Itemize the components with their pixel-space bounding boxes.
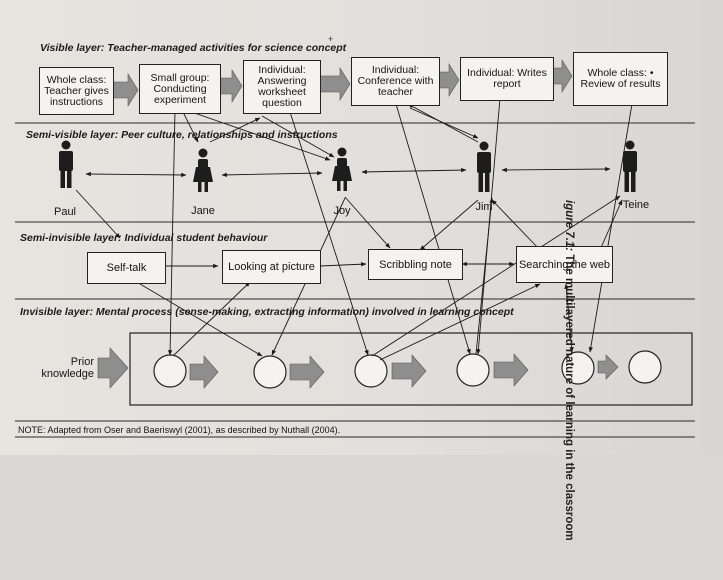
person-name-paul: Paul xyxy=(53,206,77,218)
behaviour-box-self-talk: Self-talk xyxy=(87,252,166,284)
link-jim-teine xyxy=(501,166,611,173)
person-teine-icon xyxy=(623,140,637,192)
link-group-jane xyxy=(181,109,199,143)
book-page: Visible layer: Teacher-managed activitie… xyxy=(0,0,723,541)
link-teacher-selftalk xyxy=(75,189,121,239)
link-jim-conference xyxy=(407,103,479,143)
link-selftalk-stage2 xyxy=(139,283,263,357)
person-name-joy: Joy xyxy=(333,205,351,217)
link-group-joy xyxy=(179,107,331,161)
diagram-lines xyxy=(15,58,695,438)
link-joy-jim xyxy=(361,167,467,175)
link-joy-note xyxy=(344,196,391,249)
figure-caption: igure 7.1: The multilayered nature of le… xyxy=(563,200,575,580)
person-name-jane: Jane xyxy=(191,205,215,217)
prior-knowledge-arrow xyxy=(97,347,129,389)
activity-box-teacher-instructions: Whole class: Teacher gives instructions xyxy=(39,67,114,115)
process-stage-1 xyxy=(153,354,187,388)
flow-arrow-3 xyxy=(319,66,351,102)
prior-knowledge-label: Prior knowledge xyxy=(41,356,94,380)
source-note: NOTE: Adapted from Oser and Baeriswyl (2… xyxy=(18,425,341,435)
flow-arrow-5 xyxy=(552,58,573,94)
activity-box-review-results: Whole class: • Review of results xyxy=(573,52,668,106)
flow-arrow-4 xyxy=(438,62,460,98)
link-jane-joy xyxy=(221,170,323,178)
activity-box-worksheet: Individual: Answering worksheet question xyxy=(243,60,321,114)
link-paul-jane xyxy=(85,171,187,178)
stamp-mark: + xyxy=(328,34,334,44)
person-jim-icon xyxy=(477,141,491,192)
activity-box-conference: Individual: Conference with teacher xyxy=(351,57,440,106)
link-jane-worksheet xyxy=(209,117,261,143)
link-jim-note xyxy=(419,199,479,251)
link-stage5-web xyxy=(564,283,574,353)
person-paul-icon xyxy=(59,140,73,188)
person-name-teine: Teine xyxy=(622,199,650,211)
behaviour-box-scribbling-note: Scribbling note xyxy=(368,249,463,280)
process-stage-5 xyxy=(561,351,595,385)
process-stage-2 xyxy=(253,355,287,389)
link-group-stage1 xyxy=(167,109,176,356)
stage-arrow-1 xyxy=(189,355,219,389)
person-jane-icon xyxy=(193,148,213,192)
process-stage-4 xyxy=(456,353,490,387)
link-stage4-jim xyxy=(475,197,494,355)
link-web-teine xyxy=(599,199,623,251)
flow-arrow-2 xyxy=(219,68,243,104)
activity-box-group-experiment: Small group: Conducting experiment xyxy=(139,64,221,114)
link-stage3-teine xyxy=(371,195,621,357)
stage-arrow-4 xyxy=(493,353,529,387)
link-worksheet-stage3 xyxy=(289,111,369,356)
stage-arrow-2 xyxy=(289,355,325,389)
person-name-jim: Jim xyxy=(475,201,493,213)
stage-arrow-3 xyxy=(391,354,427,388)
person-joy-icon xyxy=(332,147,352,191)
link-web-jim xyxy=(491,199,541,251)
link-conference-jim xyxy=(409,107,479,139)
behaviour-box-looking-picture: Looking at picture xyxy=(222,250,321,284)
link-conference-stage4 xyxy=(395,103,471,355)
figure-number: igure 7.1: xyxy=(563,200,575,252)
link-picture-note xyxy=(319,262,367,267)
layer-label-semi-visible: Semi-visible layer: Peer culture, relati… xyxy=(26,129,338,141)
layer-label-semi-invisible: Semi-invisible layer: Individual student… xyxy=(20,232,268,244)
mental-process-frame xyxy=(129,332,693,406)
behaviour-box-searching-web: Searching the web xyxy=(516,246,613,283)
stage-arrow-5 xyxy=(597,354,619,380)
figure-title: The multilayered nature of learning in t… xyxy=(563,254,575,541)
activity-box-writes-report: Individual: Writes report xyxy=(460,57,554,101)
layer-label-invisible: Invisible layer: Mental process (sense-m… xyxy=(20,306,514,318)
process-stage-3 xyxy=(354,354,388,388)
process-stage-6 xyxy=(628,350,662,384)
flow-arrow-1 xyxy=(112,72,139,108)
layer-label-visible: Visible layer: Teacher-managed activitie… xyxy=(40,42,347,54)
link-stage1-picture xyxy=(173,281,251,356)
link-stage3-web xyxy=(379,283,541,361)
link-review-stage5 xyxy=(588,103,633,353)
